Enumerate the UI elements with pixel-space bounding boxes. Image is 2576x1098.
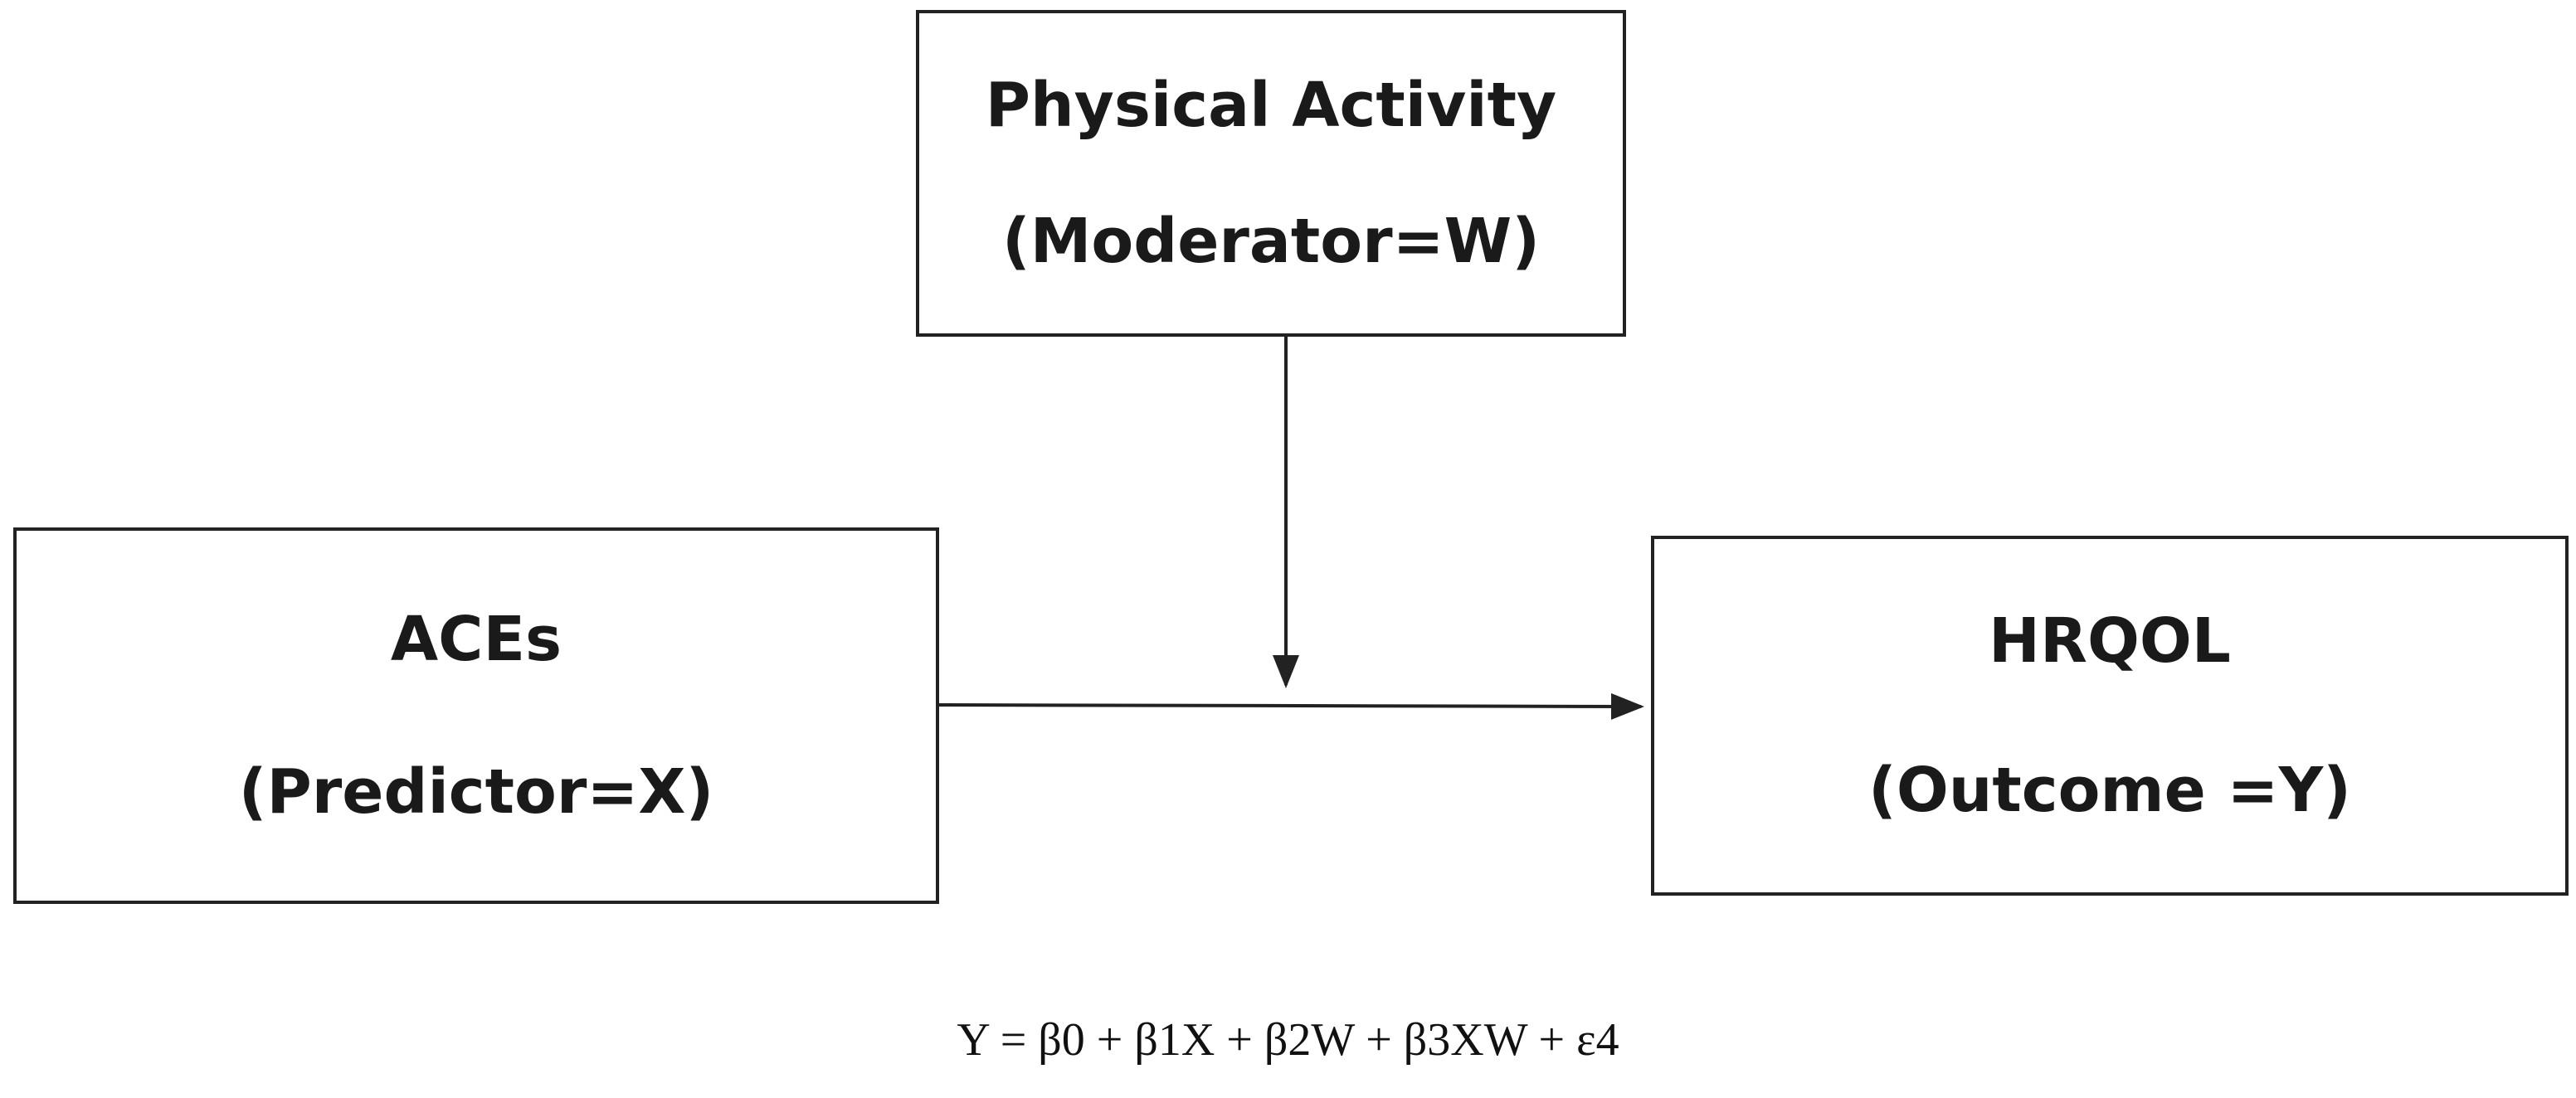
outcome-title: HRQOL bbox=[1989, 605, 2231, 677]
predictor-subtitle: (Predictor=X) bbox=[238, 756, 714, 828]
moderator-subtitle: (Moderator=W) bbox=[1001, 206, 1541, 277]
moderator-box: Physical Activity (Moderator=W) bbox=[916, 10, 1626, 337]
outcome-box: HRQOL (Outcome =Y) bbox=[1651, 536, 2569, 896]
predictor-to-outcome-arrow bbox=[938, 692, 1644, 720]
moderator-title: Physical Activity bbox=[985, 70, 1557, 141]
predictor-title: ACEs bbox=[390, 604, 562, 675]
predictor-box: ACEs (Predictor=X) bbox=[13, 527, 939, 904]
model-equation: Y = β0 + β1X + β2W + β3XW + ε4 bbox=[957, 1014, 1619, 1066]
outcome-subtitle: (Outcome =Y) bbox=[1868, 755, 2351, 826]
